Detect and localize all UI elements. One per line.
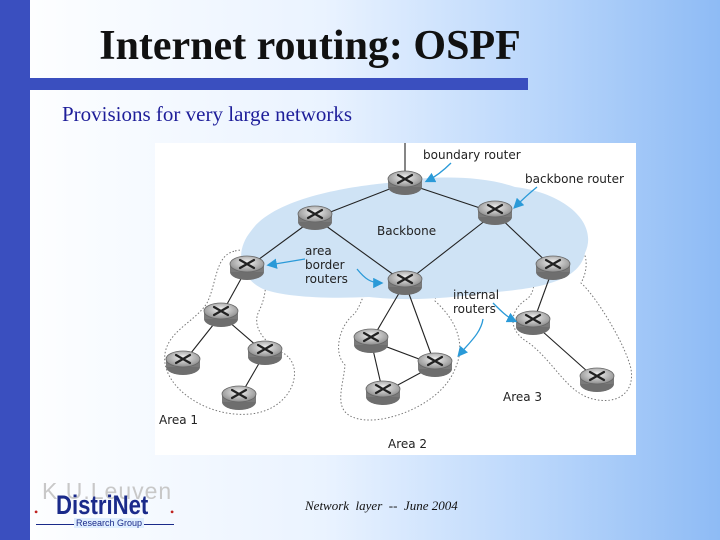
router-area3-internal-a xyxy=(514,309,552,337)
area3-outline xyxy=(512,237,633,401)
router-area1-internal-d xyxy=(220,384,258,412)
title-underline-bar xyxy=(30,78,528,90)
router-backbone-left xyxy=(296,204,334,232)
ospf-diagram-svg: boundary router backbone router Backbone… xyxy=(159,143,633,451)
label-area1: Area 1 xyxy=(159,413,198,427)
ospf-hierarchy-diagram: boundary router backbone router Backbone… xyxy=(155,143,636,455)
logo-group-text: Research Group xyxy=(74,518,145,528)
label-boundary-router: boundary router xyxy=(423,148,521,162)
router-area2-internal-a xyxy=(352,327,390,355)
router-boundary xyxy=(386,169,424,197)
annotation-arrows xyxy=(266,162,538,357)
area1-outline xyxy=(164,249,295,415)
logo-name-text: DistriNet xyxy=(56,490,149,520)
logo-university-text: K.U.Leuven xyxy=(42,478,173,504)
slide-subtitle: Provisions for very large networks xyxy=(62,102,353,126)
router-area1-internal-c xyxy=(246,339,284,367)
slide-title: Internet routing: OSPF xyxy=(99,23,521,69)
router-area1-internal-a xyxy=(202,301,240,329)
label-area2: Area 2 xyxy=(388,437,427,451)
router-area2-internal-b xyxy=(416,351,454,379)
label-internal-routers-line2: routers xyxy=(453,302,496,316)
slide-footer: Network layer -- June 2004 xyxy=(305,498,458,513)
label-area-border-line1: area xyxy=(305,244,332,258)
router-backbone-right xyxy=(476,199,514,227)
router-area1-internal-b xyxy=(164,349,202,377)
label-area-border-line2: border xyxy=(305,258,345,272)
label-internal-routers-line1: internal xyxy=(453,288,499,302)
label-backbone-router: backbone router xyxy=(525,172,624,186)
router-area2-border xyxy=(386,269,424,297)
router-area3-internal-b xyxy=(578,366,616,394)
router-area1-border xyxy=(228,254,266,282)
left-accent-bar xyxy=(0,0,30,540)
distrinet-logo: K.U.Leuven DistriNet •• Research Group xyxy=(34,478,175,528)
router-area2-internal-c xyxy=(364,379,402,407)
router-area3-border xyxy=(534,254,572,282)
label-backbone: Backbone xyxy=(377,224,436,238)
area2-outline xyxy=(338,256,461,421)
label-area3: Area 3 xyxy=(503,390,542,404)
label-area-border-line3: routers xyxy=(305,272,348,286)
